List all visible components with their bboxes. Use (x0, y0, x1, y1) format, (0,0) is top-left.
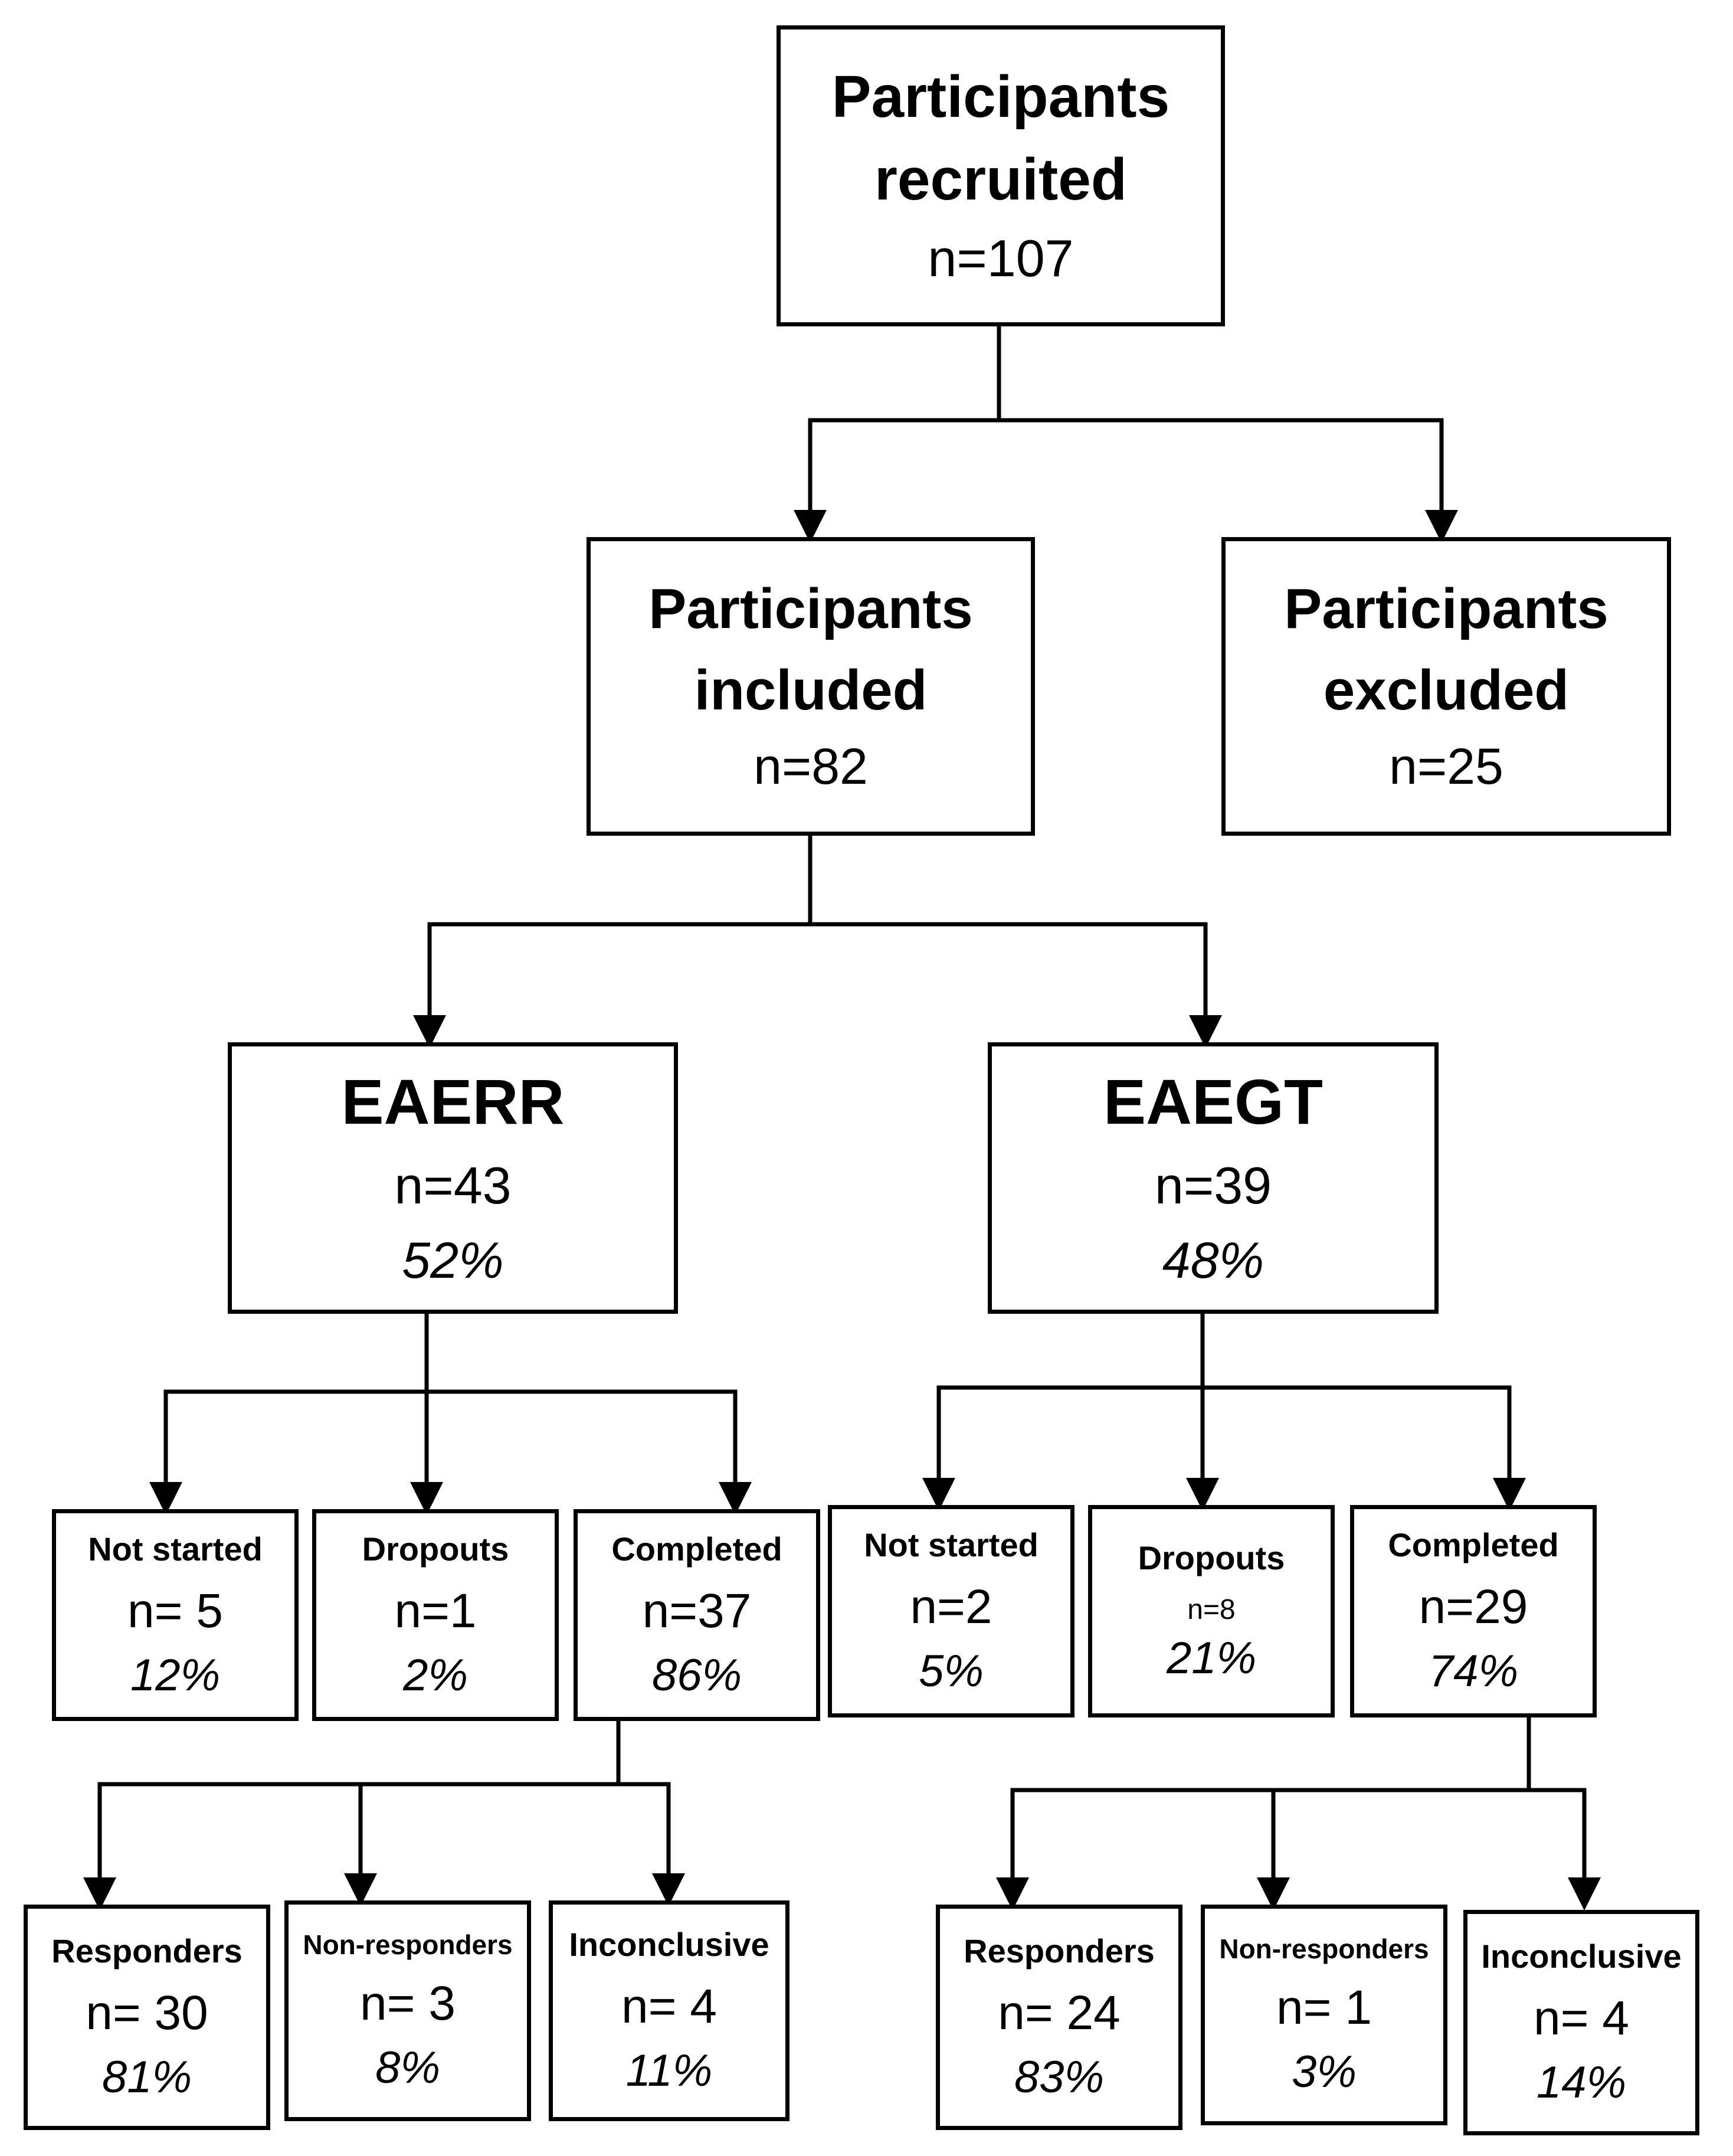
excluded-count: n=25 (1389, 738, 1503, 795)
eaegt-dropouts-title: Dropouts (1138, 1539, 1285, 1576)
box-eaerr: EAERR n=43 52% (228, 1042, 678, 1314)
eaegt-dropouts-percent: 21% (1166, 1633, 1257, 1683)
eaerr-completed-percent: 86% (651, 1650, 742, 1700)
box-eaegt-inconclusive: Inconclusive n= 4 14% (1463, 1910, 1699, 2135)
eaegt-dropouts-count: n=8 (1187, 1594, 1236, 1625)
eaegt-completed-title: Completed (1388, 1526, 1559, 1563)
box-eaerr-not-started: Not started n= 5 12% (52, 1509, 299, 1721)
recruited-title: Participants recruited (832, 67, 1169, 209)
eaerr-dropouts-percent: 2% (403, 1650, 468, 1700)
eaerr-completed-count: n=37 (642, 1584, 752, 1638)
eaerr-dropouts-count: n=1 (394, 1584, 477, 1638)
eaerr-not-started-title: Not started (88, 1530, 263, 1568)
box-eaegt-dropouts: Dropouts n=8 21% (1088, 1505, 1335, 1717)
box-eaegt-not-started: Not started n=2 5% (828, 1505, 1074, 1717)
included-count: n=82 (754, 738, 868, 795)
eaegt-completed-percent: 74% (1428, 1646, 1519, 1696)
recruited-title-line2: recruited (874, 146, 1127, 212)
included-title: Participants included (648, 581, 973, 719)
box-participants-excluded: Participants excluded n=25 (1221, 537, 1671, 836)
eaerr-not-started-count: n= 5 (127, 1584, 223, 1638)
recruited-title-line1: Participants (831, 64, 1170, 130)
included-title-line1: Participants (648, 577, 973, 640)
box-eaerr-dropouts: Dropouts n=1 2% (312, 1509, 559, 1721)
eaegt-not-started-title: Not started (864, 1526, 1039, 1563)
excluded-title: Participants excluded (1284, 581, 1608, 719)
box-participants-recruited: Participants recruited n=107 (777, 25, 1225, 326)
box-eaegt-responders: Responders n= 24 83% (936, 1905, 1182, 2130)
eaegt-responders-count: n= 24 (998, 1986, 1121, 2040)
eaerr-responders-count: n= 30 (86, 1986, 208, 2040)
box-eaegt-completed: Completed n=29 74% (1350, 1505, 1597, 1717)
box-eaerr-inconclusive: Inconclusive n= 4 11% (549, 1900, 789, 2121)
eaegt-title: EAEGT (1103, 1066, 1323, 1137)
eaerr-inconclusive-title: Inconclusive (569, 1926, 769, 1963)
eaegt-not-started-percent: 5% (919, 1646, 984, 1696)
excluded-title-line1: Participants (1284, 577, 1608, 640)
eaerr-not-started-percent: 12% (130, 1650, 221, 1700)
excluded-title-line2: excluded (1323, 659, 1570, 722)
eaerr-completed-title: Completed (611, 1530, 782, 1568)
eaerr-responders-title: Responders (51, 1932, 243, 1969)
eaegt-non-responders-count: n= 1 (1276, 1981, 1372, 2034)
box-eaerr-completed: Completed n=37 86% (574, 1509, 820, 1721)
eaerr-responders-percent: 81% (101, 2052, 192, 2102)
eaegt-non-responders-title: Non-responders (1219, 1933, 1429, 1964)
eaegt-inconclusive-percent: 14% (1536, 2057, 1627, 2108)
eaegt-completed-count: n=29 (1418, 1580, 1528, 1634)
eaegt-inconclusive-count: n= 4 (1534, 1991, 1629, 2045)
eaegt-inconclusive-title: Inconclusive (1481, 1938, 1682, 1975)
box-eaerr-responders: Responders n= 30 81% (24, 1905, 270, 2130)
box-eaegt-non-responders: Non-responders n= 1 3% (1201, 1905, 1447, 2125)
eaegt-count: n=39 (1154, 1156, 1272, 1215)
eaerr-non-responders-count: n= 3 (360, 1977, 456, 2030)
included-title-line2: included (694, 659, 928, 722)
eaerr-non-responders-percent: 8% (375, 2043, 440, 2093)
eaerr-dropouts-title: Dropouts (362, 1530, 509, 1568)
recruited-count: n=107 (928, 229, 1074, 287)
eaerr-title: EAERR (341, 1066, 565, 1137)
eaerr-inconclusive-percent: 11% (625, 2046, 713, 2096)
eaegt-responders-title: Responders (964, 1932, 1155, 1969)
box-eaegt: EAEGT n=39 48% (988, 1042, 1439, 1314)
eaerr-count: n=43 (394, 1156, 512, 1215)
eaegt-percent: 48% (1162, 1232, 1264, 1289)
eaerr-inconclusive-count: n= 4 (621, 1980, 717, 2033)
eaerr-non-responders-title: Non-responders (303, 1929, 513, 1960)
eaegt-responders-percent: 83% (1014, 2052, 1105, 2102)
eaerr-percent: 52% (402, 1232, 504, 1289)
box-eaerr-non-responders: Non-responders n= 3 8% (284, 1900, 531, 2121)
box-participants-included: Participants included n=82 (587, 537, 1035, 836)
eaegt-not-started-count: n=2 (910, 1580, 992, 1634)
eaegt-non-responders-percent: 3% (1292, 2047, 1357, 2097)
